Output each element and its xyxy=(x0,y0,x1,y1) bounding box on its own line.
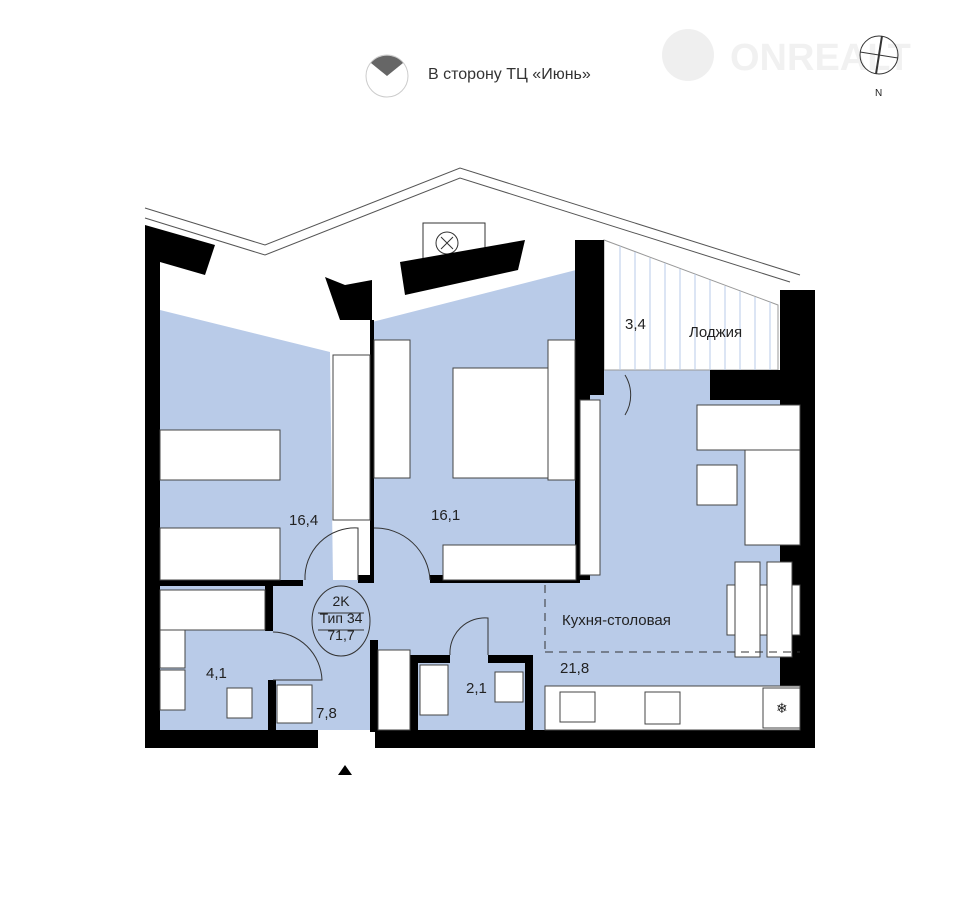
loggia xyxy=(603,239,779,371)
loggia-label: Лоджия xyxy=(689,324,743,341)
bedroom1-area: 16,4 xyxy=(289,512,319,529)
compass-icon xyxy=(859,35,899,75)
bed-1 xyxy=(159,429,281,481)
apartment-info: 2K Тип 34 71,7 xyxy=(312,593,370,644)
wc-sink xyxy=(419,664,449,716)
exterior-outline xyxy=(144,167,801,283)
sink xyxy=(159,629,186,669)
double-bed xyxy=(452,367,549,479)
apartment-type: Тип 34 xyxy=(319,610,363,626)
compass-label: N xyxy=(875,88,882,99)
apartment-badge xyxy=(311,585,371,657)
wardrobe-3 xyxy=(442,544,577,581)
hall-wardrobe xyxy=(377,649,411,731)
bathroom-area: 4,1 xyxy=(206,665,227,682)
wc-area: 2,1 xyxy=(466,680,487,697)
washing-machine xyxy=(159,669,186,711)
toilet-1 xyxy=(226,687,253,719)
total-area: 71,7 xyxy=(327,627,355,643)
kitchen-sink xyxy=(559,691,596,723)
kitchen-label: Кухня-столовая xyxy=(562,612,671,629)
loggia-area: 3,4 xyxy=(625,316,646,333)
toilet-2 xyxy=(494,671,524,703)
boiler xyxy=(276,684,313,724)
svg-text:ONREALT: ONREALT xyxy=(730,37,911,79)
watermark-logo: ONREALT xyxy=(662,29,911,81)
furniture xyxy=(159,339,801,731)
wardrobe-1 xyxy=(332,354,371,521)
tv-unit xyxy=(579,399,601,576)
doors xyxy=(272,374,800,681)
rooms-code: 2K xyxy=(332,593,350,609)
nightstands xyxy=(547,339,576,481)
sofa-side xyxy=(744,449,801,546)
entrance-arrow-icon xyxy=(338,765,352,775)
bedroom2-area: 16,1 xyxy=(431,507,461,524)
armchair xyxy=(696,464,738,506)
direction-marker-icon xyxy=(365,54,409,98)
direction-text: В сторону ТЦ «Июнь» xyxy=(428,66,591,83)
bed-2 xyxy=(159,527,281,581)
wardrobe-2 xyxy=(373,339,411,479)
hall-area: 7,8 xyxy=(316,705,337,722)
walls xyxy=(145,225,815,748)
snowflake-icon: ❄ xyxy=(776,700,788,716)
kitchen-area: 21,8 xyxy=(560,660,590,677)
bathtub xyxy=(159,589,266,631)
stove xyxy=(644,691,681,725)
sofa xyxy=(696,404,801,451)
fridge xyxy=(762,687,801,729)
